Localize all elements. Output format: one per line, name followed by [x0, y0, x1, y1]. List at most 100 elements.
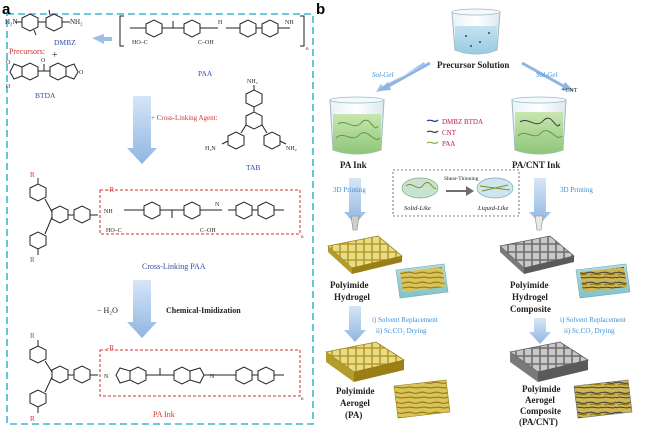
svg-text:C–OH: C–OH — [200, 228, 216, 234]
route-right-additive: +CNT — [562, 88, 578, 94]
pa-cnt-ink-beaker — [511, 96, 567, 155]
svg-text:O: O — [6, 60, 11, 66]
dmbz-structure — [15, 9, 70, 36]
crosslinked-paa: Cross-Linking PAA — [142, 262, 206, 271]
pa-ink-structure — [29, 340, 284, 413]
hydrogel-right-line2: Hydrogel — [512, 292, 548, 302]
legend-item-paa: PAA — [442, 140, 455, 148]
printing-right-label: 3D Printing — [560, 186, 593, 194]
svg-text:–R: –R — [105, 344, 115, 352]
plus-sign: + — [52, 50, 58, 61]
tab-structure — [221, 85, 287, 150]
panel-a-frame — [6, 13, 314, 425]
precursor-solution-label: Precursor Solution — [437, 60, 509, 70]
final-product-pa-ink: PA Ink — [153, 410, 175, 419]
hydrogel-right-line3: Composite — [510, 304, 551, 314]
svg-text:HO–C: HO–C — [106, 228, 122, 234]
hydrogel-left-line2: Hydrogel — [334, 292, 370, 302]
imidization-step: Chemical-Imidization — [166, 306, 241, 315]
aerogel-right-line4: (PA/CNT) — [519, 417, 558, 427]
intermediate-paa: PAA — [198, 69, 213, 78]
aerogel-left-line1: Polyimide — [336, 386, 375, 396]
svg-text:NH₂: NH₂ — [247, 79, 258, 85]
arrow-to-paa — [92, 34, 112, 44]
steps-left-1: i) Solvent Replacement — [372, 316, 438, 324]
panel-a-letter: a — [2, 1, 11, 18]
svg-text:O: O — [79, 70, 84, 76]
crosslink-label: + Cross-Linking Agent: — [151, 114, 218, 122]
printed-lattice-right — [499, 215, 575, 274]
svg-text:–R: –R — [105, 186, 115, 194]
pa-ink-repeat-box — [99, 349, 301, 397]
monomer-dmbz: DMBZ — [54, 38, 76, 47]
svg-text:H₂N: H₂N — [205, 146, 216, 152]
arrow-crosslink — [127, 96, 157, 164]
aerogel-photo-right — [573, 379, 633, 419]
printing-left-label: 3D Printing — [333, 186, 366, 194]
panel-b-letter: b — [316, 1, 325, 18]
ink-left-label: PA Ink — [340, 160, 367, 170]
aerogel-right-line2: Aerogel — [525, 395, 555, 405]
aerogel-left-line3: (PA) — [345, 410, 362, 420]
shear-left-state: Solid-Like — [404, 205, 431, 212]
legend: DMBZ BTDA CNT PAA — [426, 118, 483, 148]
precursor-beaker — [451, 8, 501, 55]
arrow-drying-left — [344, 306, 366, 342]
aerogel-lattice-right — [509, 341, 590, 382]
svg-text:NH: NH — [285, 20, 294, 26]
arrow-printing-right — [529, 178, 551, 224]
aerogel-right-line1: Polyimide — [522, 384, 561, 394]
crosslink-repeat-box — [99, 189, 301, 235]
crosslinker-tab: TAB — [246, 163, 260, 172]
svg-text:R: R — [30, 332, 35, 340]
svg-text:H: H — [218, 20, 223, 26]
panel-b: b Precursor Solution Sol-Gel Sol-Gel +CN… — [316, 1, 633, 427]
route-left-label: Sol-Gel — [372, 71, 393, 79]
svg-text:N: N — [104, 374, 109, 380]
svg-text:H₂N: H₂N — [5, 18, 18, 26]
arrow-solgel-right-line — [521, 61, 568, 90]
btda-structure — [9, 62, 79, 81]
legend-item-monomers: DMBZ BTDA — [442, 118, 483, 126]
legend-item-cnt: CNT — [442, 129, 457, 137]
panel-a: a H₂N NH₂ DMBZ Precursors: + O O O O — [2, 1, 314, 425]
svg-text:O: O — [6, 84, 11, 90]
svg-text:HO–C: HO–C — [132, 40, 148, 46]
aerogel-right-line3: Composite — [520, 406, 561, 416]
svg-text:O: O — [41, 58, 46, 64]
pa-ink-beaker — [329, 96, 385, 155]
hydrogel-left-line1: Polyimide — [330, 280, 369, 290]
arrow-printing-left — [344, 178, 366, 224]
aerogel-lattice-left — [325, 341, 406, 382]
aerogel-photo-left — [393, 379, 451, 419]
crosslinked-paa-structure — [29, 178, 284, 255]
shear-right-state: Liquid-Like — [477, 205, 508, 212]
imidization-byproduct: − H₂O — [97, 306, 118, 315]
svg-text:N: N — [210, 374, 215, 380]
hydrogel-photo-right — [575, 263, 631, 299]
svg-text:R: R — [30, 415, 35, 423]
route-right-label: Sol-Gel — [536, 71, 557, 79]
svg-text:n: n — [301, 397, 304, 402]
svg-text:C–OH: C–OH — [198, 40, 214, 46]
printed-lattice-left — [327, 215, 403, 274]
svg-text:NH₂: NH₂ — [70, 18, 83, 26]
hydrogel-photo-left — [395, 263, 449, 299]
ink-right-label: PA/CNT Ink — [512, 160, 560, 170]
svg-text:R: R — [30, 171, 35, 179]
precursors-label: Precursors: — [9, 47, 45, 56]
svg-text:R: R — [30, 256, 35, 264]
shear-title: Shear-Thinning — [444, 176, 479, 182]
steps-right-1: i) Solvent Replacement — [560, 316, 626, 324]
hydrogel-right-line1: Polyimide — [510, 280, 549, 290]
svg-text:NH: NH — [104, 209, 113, 215]
shear-thinning-box: Shear-Thinning Solid-Like Liquid-Like — [392, 169, 520, 217]
arrow-solgel-left-line — [384, 61, 431, 90]
steps-right-2: ii) Sc.CO₂ Drying — [564, 327, 615, 335]
arrow-drying-right — [529, 318, 551, 344]
paa-structure — [119, 15, 305, 47]
aerogel-left-line2: Aerogel — [340, 398, 370, 408]
svg-text:n: n — [306, 47, 309, 52]
steps-left-2: ii) Sc.CO₂ Drying — [376, 327, 427, 335]
